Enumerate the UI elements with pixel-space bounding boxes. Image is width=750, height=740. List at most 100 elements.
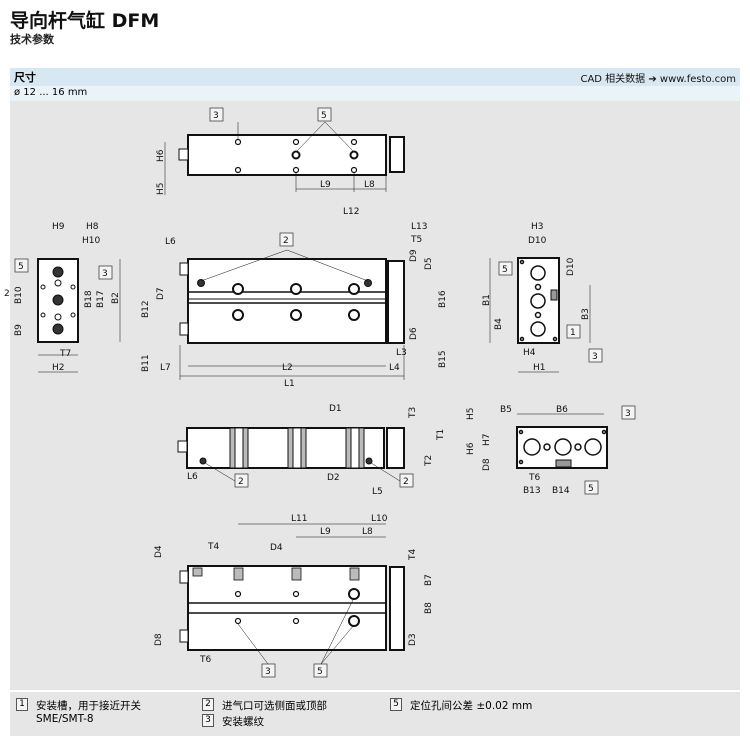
dim-B7: B7 bbox=[424, 574, 434, 586]
dim-H5: H5 bbox=[466, 408, 476, 421]
dim-D4-vertical: D4 bbox=[154, 545, 164, 558]
dim-B14: B14 bbox=[552, 486, 570, 496]
dim-L9: L9 bbox=[320, 527, 331, 537]
dim-H3: H3 bbox=[531, 222, 544, 232]
dim-D7: D7 bbox=[156, 287, 166, 300]
dim-D1: D1 bbox=[329, 404, 342, 414]
dim-B10: B10 bbox=[14, 286, 24, 304]
dim-L13: L13 bbox=[411, 222, 427, 232]
legend-text: 进气口可选侧面或顶部 bbox=[222, 700, 327, 712]
dim-D10: D10 bbox=[528, 236, 547, 246]
right-end-view bbox=[489, 257, 591, 373]
dim-B9: B9 bbox=[14, 324, 24, 336]
dim-T1: T1 bbox=[436, 429, 446, 441]
dim-L3: L3 bbox=[396, 348, 407, 358]
page-subtitle: 技术参数 bbox=[10, 33, 54, 46]
callout-5: 5 bbox=[588, 484, 594, 494]
dim-L10: L10 bbox=[371, 514, 388, 524]
dim-B16: B16 bbox=[438, 290, 448, 308]
dim-D8: D8 bbox=[482, 458, 492, 471]
callout-boxes bbox=[14, 107, 636, 678]
dim-T6: T6 bbox=[199, 655, 211, 665]
callout-5: 5 bbox=[502, 265, 508, 275]
dim-D4: D4 bbox=[270, 543, 283, 553]
dim-T4-vertical: T4 bbox=[408, 549, 418, 561]
dim-H2: H2 bbox=[52, 363, 65, 373]
left-end-view bbox=[37, 258, 121, 373]
callout-5: 5 bbox=[317, 667, 323, 677]
dim-B8: B8 bbox=[424, 602, 434, 614]
dim-L5: L5 bbox=[372, 487, 383, 497]
legend-item-5: 5 定位孔间公差 ±0.02 mm bbox=[390, 698, 532, 713]
dim-B15: B15 bbox=[438, 350, 448, 368]
callout-1: 1 bbox=[570, 328, 576, 338]
dim-B3: B3 bbox=[581, 308, 591, 320]
dim-H10: H10 bbox=[82, 236, 100, 246]
callout-2: 2 bbox=[283, 236, 289, 246]
dim-T2: T2 bbox=[424, 455, 434, 467]
dim-L9: L9 bbox=[320, 180, 331, 190]
dim-B11: B11 bbox=[141, 354, 151, 372]
legend-text: 安装螺纹 bbox=[222, 716, 264, 728]
callout-3: 3 bbox=[102, 269, 108, 279]
bottom-view bbox=[179, 523, 405, 665]
dim-H9: H9 bbox=[52, 222, 65, 232]
top-view bbox=[164, 121, 405, 195]
dim-B1: B1 bbox=[482, 294, 492, 306]
callout-5: 5 bbox=[321, 111, 327, 121]
dim-B13: B13 bbox=[523, 486, 541, 496]
cad-link[interactable]: CAD 相关数据 ➔ www.festo.com bbox=[580, 74, 736, 85]
legend-item-3: 3 安装螺纹 bbox=[202, 714, 264, 729]
section-view bbox=[177, 427, 405, 482]
section-header: 尺寸 CAD 相关数据 ➔ www.festo.com bbox=[10, 68, 740, 86]
dim-D2: D2 bbox=[327, 473, 340, 483]
diameter-range: ø 12 ... 16 mm bbox=[14, 87, 88, 98]
legend-text: 定位孔间公差 ±0.02 mm bbox=[410, 700, 533, 712]
callout-2: 2 bbox=[403, 477, 409, 487]
dim-L11: L11 bbox=[291, 514, 307, 524]
dim-L8: L8 bbox=[362, 527, 373, 537]
legend-item-2: 2 进气口可选侧面或顶部 bbox=[202, 698, 327, 713]
dim-T6: T6 bbox=[528, 473, 540, 483]
dim-T5: T5 bbox=[410, 235, 422, 245]
dim-D6: D6 bbox=[409, 327, 419, 340]
dim-L8: L8 bbox=[364, 180, 375, 190]
dim-H8: H8 bbox=[86, 222, 99, 232]
dim-B18: B18 bbox=[84, 290, 94, 308]
legend-text-2: SME/SMT-8 bbox=[36, 713, 94, 725]
dim-B6: B6 bbox=[556, 405, 568, 415]
dim-B5: B5 bbox=[500, 405, 512, 415]
dim-L4: L4 bbox=[389, 363, 400, 373]
callout-3: 3 bbox=[265, 667, 271, 677]
callout-3: 3 bbox=[213, 111, 219, 121]
legend-number: 5 bbox=[390, 698, 402, 711]
dim-H6: H6 bbox=[156, 149, 166, 162]
section-title: 尺寸 bbox=[14, 71, 36, 84]
dim-T4: T4 bbox=[207, 542, 219, 552]
dim-T3: T3 bbox=[408, 407, 418, 419]
side-mark-2: 2 bbox=[4, 289, 10, 299]
dim-L6: L6 bbox=[187, 472, 198, 482]
front-view bbox=[179, 249, 405, 380]
dim-T7: T7 bbox=[59, 349, 71, 359]
callout-2: 2 bbox=[238, 477, 244, 487]
dim-D9: D9 bbox=[409, 249, 419, 262]
page-title: 导向杆气缸 DFM bbox=[10, 10, 160, 32]
dim-H4: H4 bbox=[523, 348, 536, 358]
dim-L1: L1 bbox=[284, 379, 295, 389]
dim-D10-vertical: D10 bbox=[566, 257, 576, 276]
dim-L6: L6 bbox=[165, 237, 176, 247]
dim-B17: B17 bbox=[96, 290, 106, 308]
dim-H5: H5 bbox=[156, 183, 166, 196]
dim-B4: B4 bbox=[494, 318, 504, 330]
dim-D8: D8 bbox=[154, 633, 164, 646]
callout-3: 3 bbox=[592, 352, 598, 362]
end-view-bottom bbox=[516, 413, 608, 469]
dim-B12: B12 bbox=[141, 300, 151, 318]
dim-D5: D5 bbox=[424, 257, 434, 270]
dim-H6: H6 bbox=[466, 442, 476, 455]
